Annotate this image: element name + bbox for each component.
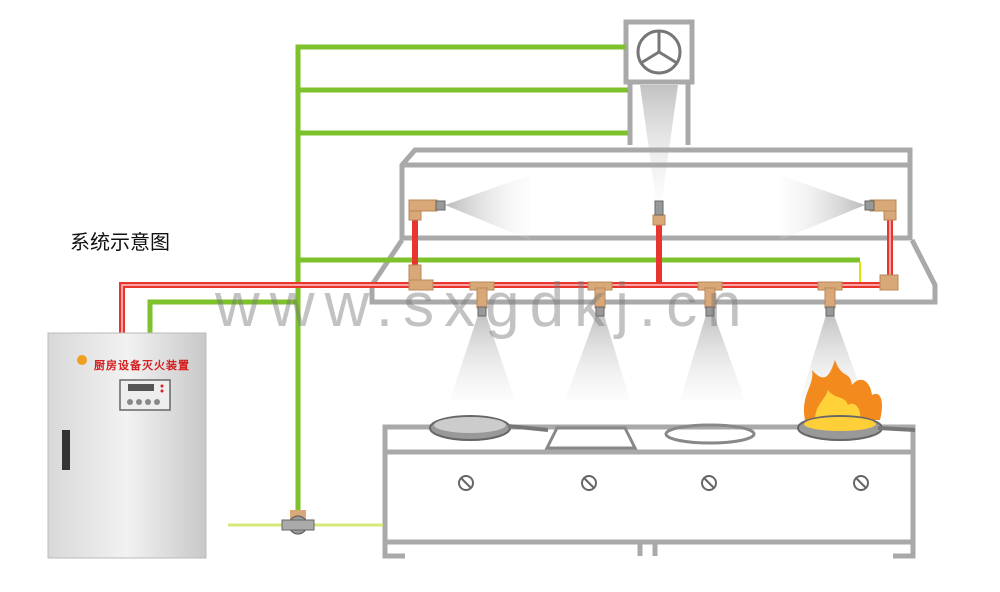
spray-right (780, 175, 865, 240)
nozzles (435, 200, 875, 317)
detection-lines (147, 44, 860, 515)
pipe-highlight (121, 205, 891, 333)
range-hood (369, 147, 938, 305)
burner-plate (544, 426, 638, 450)
exhaust-fan (623, 19, 695, 145)
burner-ring (664, 423, 756, 445)
wok-left (429, 415, 549, 441)
wok-right-fire (797, 360, 916, 441)
duct-spray (640, 85, 678, 200)
pipe-fittings (408, 199, 899, 309)
control-cabinet (47, 332, 207, 559)
spray-left (445, 175, 530, 240)
watermark: www.sxgdkj.cn (215, 271, 752, 340)
stove-knobs (458, 475, 869, 491)
diagram-title: 系统示意图 (70, 230, 170, 254)
stove (382, 424, 916, 559)
gas-valve (281, 510, 315, 535)
cabinet-label: 厨房设备灭火装置 (94, 359, 190, 372)
